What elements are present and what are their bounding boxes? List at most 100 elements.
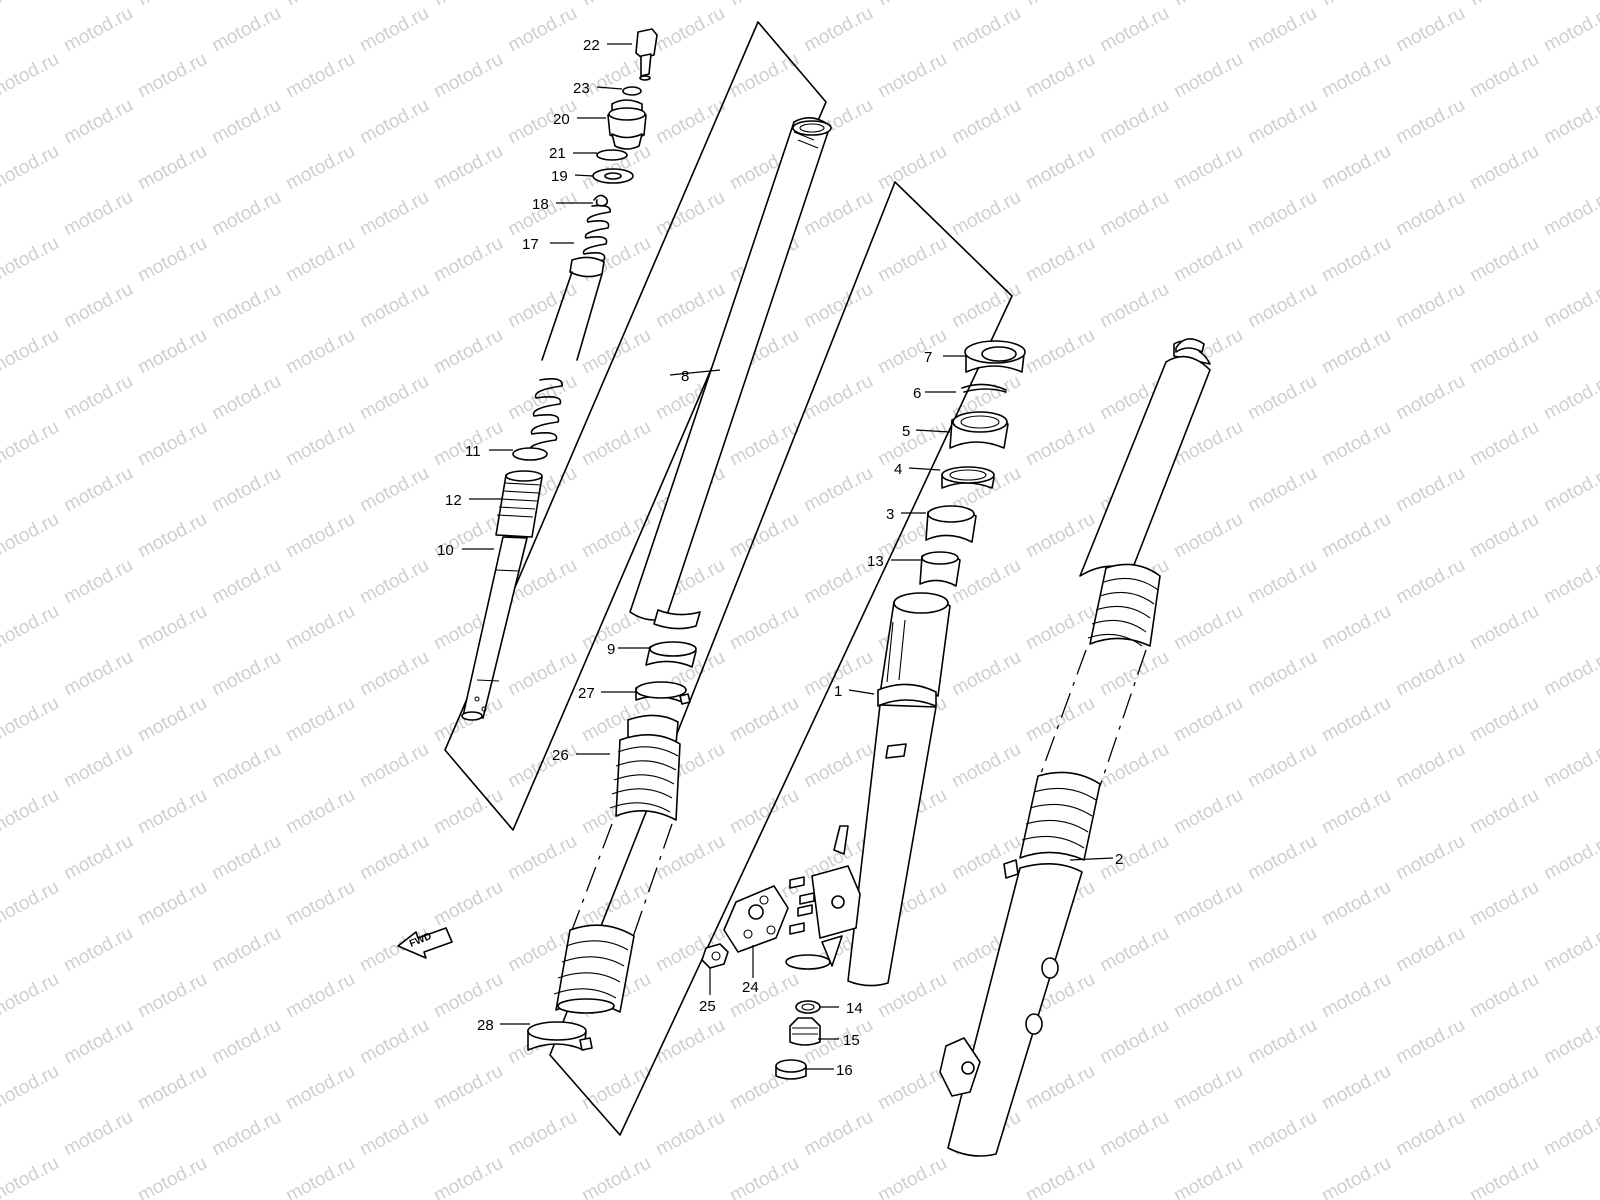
- watermark-text: motod.ru: [578, 417, 654, 471]
- label-part-18: 18: [532, 196, 549, 213]
- watermark-text: motod.ru: [1540, 1107, 1600, 1161]
- label-part-27: 27: [578, 685, 595, 702]
- watermark-text: motod.ru: [1466, 0, 1542, 10]
- watermark-text: motod.ru: [282, 0, 358, 10]
- watermark-text: motod.ru: [504, 1107, 580, 1161]
- watermark-text: motod.ru: [1466, 233, 1542, 287]
- watermark-text: motod.ru: [504, 279, 580, 333]
- panel-outline-left: [444, 21, 827, 831]
- watermark-text: motod.ru: [208, 647, 284, 701]
- watermark-text: motod.ru: [1022, 49, 1098, 103]
- watermark-text: motod.ru: [1466, 49, 1542, 103]
- watermark-text: motod.ru: [208, 3, 284, 57]
- watermark-text: motod.ru: [282, 601, 358, 655]
- watermark-text: motod.ru: [282, 141, 358, 195]
- part-21-washer: [596, 149, 628, 161]
- watermark-text: motod.ru: [1096, 1107, 1172, 1161]
- watermark-text: motod.ru: [800, 739, 876, 793]
- watermark-text: motod.ru: [282, 1153, 358, 1200]
- watermark-text: motod.ru: [726, 1153, 802, 1200]
- watermark-text: motod.ru: [1318, 0, 1394, 10]
- watermark-text: motod.ru: [874, 417, 950, 471]
- watermark-text: motod.ru: [652, 187, 728, 241]
- watermark-text: motod.ru: [134, 969, 210, 1023]
- label-part-10: 10: [437, 542, 454, 559]
- watermark-text: motod.ru: [0, 141, 63, 195]
- watermark-text: motod.ru: [1096, 739, 1172, 793]
- label-part-9: 9: [607, 641, 615, 658]
- watermark-text: motod.ru: [1392, 1107, 1468, 1161]
- watermark-text: motod.ru: [1540, 739, 1600, 793]
- watermark-text: motod.ru: [282, 509, 358, 563]
- watermark-text: motod.ru: [1022, 325, 1098, 379]
- watermark-text: motod.ru: [1096, 831, 1172, 885]
- watermark-text: motod.ru: [356, 1107, 432, 1161]
- watermark-text: motod.ru: [1466, 601, 1542, 655]
- watermark-text: motod.ru: [282, 1061, 358, 1115]
- watermark-text: motod.ru: [430, 1061, 506, 1115]
- label-part-21: 21: [549, 145, 566, 162]
- watermark-text: motod.ru: [356, 3, 432, 57]
- watermark-text: motod.ru: [726, 49, 802, 103]
- watermark-text: motod.ru: [60, 1015, 136, 1069]
- watermark-text: motod.ru: [0, 325, 63, 379]
- watermark-text: motod.ru: [1170, 49, 1246, 103]
- watermark-text: motod.ru: [1540, 647, 1600, 701]
- watermark-text: motod.ru: [0, 0, 63, 10]
- label-part-8: 8: [681, 368, 689, 385]
- watermark-text: motod.ru: [948, 187, 1024, 241]
- watermark-text: motod.ru: [60, 739, 136, 793]
- watermark-text: motod.ru: [1540, 463, 1600, 517]
- watermark-text: motod.ru: [652, 831, 728, 885]
- watermark-text: motod.ru: [1096, 187, 1172, 241]
- watermark-text: motod.ru: [208, 463, 284, 517]
- watermark-text: motod.ru: [1170, 969, 1246, 1023]
- watermark-text: motod.ru: [1170, 785, 1246, 839]
- watermark-text: motod.ru: [356, 647, 432, 701]
- watermark-text: motod.ru: [430, 877, 506, 931]
- watermark-text: motod.ru: [578, 1061, 654, 1115]
- part-6-clip: [961, 383, 1007, 393]
- watermark-text: motod.ru: [60, 923, 136, 977]
- label-part-16: 16: [836, 1062, 853, 1079]
- label-part-23: 23: [573, 80, 590, 97]
- watermark-text: motod.ru: [430, 141, 506, 195]
- watermark-text: motod.ru: [726, 785, 802, 839]
- watermark-text: motod.ru: [60, 647, 136, 701]
- watermark-text: motod.ru: [726, 0, 802, 10]
- watermark-text: motod.ru: [1170, 601, 1246, 655]
- watermark-text: motod.ru: [1096, 3, 1172, 57]
- watermark-text: motod.ru: [1170, 0, 1246, 10]
- watermark-text: motod.ru: [1170, 877, 1246, 931]
- watermark-text: motod.ru: [356, 371, 432, 425]
- watermark-text: motod.ru: [1170, 1153, 1246, 1200]
- watermark-text: motod.ru: [1392, 923, 1468, 977]
- watermark-text: motod.ru: [800, 463, 876, 517]
- watermark-text: motod.ru: [0, 1153, 63, 1200]
- label-part-26: 26: [552, 747, 569, 764]
- part-27-boot-clamp-upper: [635, 681, 691, 705]
- part-26-fork-boot: [553, 714, 681, 1014]
- watermark-text: motod.ru: [1318, 49, 1394, 103]
- label-part-19: 19: [551, 168, 568, 185]
- watermark-text: motod.ru: [1096, 1015, 1172, 1069]
- watermark-text: motod.ru: [874, 325, 950, 379]
- watermark-text: motod.ru: [282, 233, 358, 287]
- watermark-text: motod.ru: [1022, 601, 1098, 655]
- watermark-text: motod.ru: [1392, 555, 1468, 609]
- watermark-text: motod.ru: [430, 785, 506, 839]
- watermark-text: motod.ru: [0, 877, 63, 931]
- watermark-text: motod.ru: [356, 831, 432, 885]
- watermark-text: motod.ru: [134, 417, 210, 471]
- watermark-text: motod.ru: [1318, 969, 1394, 1023]
- part-10-damper-rod-body: [461, 271, 603, 721]
- part-24-axle-holder: [723, 885, 789, 953]
- watermark-text: motod.ru: [60, 831, 136, 885]
- watermark-text: motod.ru: [1466, 325, 1542, 379]
- watermark-text: motod.ru: [578, 1153, 654, 1200]
- watermark-text: motod.ru: [1244, 279, 1320, 333]
- part-14-gasket: [795, 1000, 821, 1014]
- watermark-text: motod.ru: [1392, 739, 1468, 793]
- watermark-text: motod.ru: [1466, 141, 1542, 195]
